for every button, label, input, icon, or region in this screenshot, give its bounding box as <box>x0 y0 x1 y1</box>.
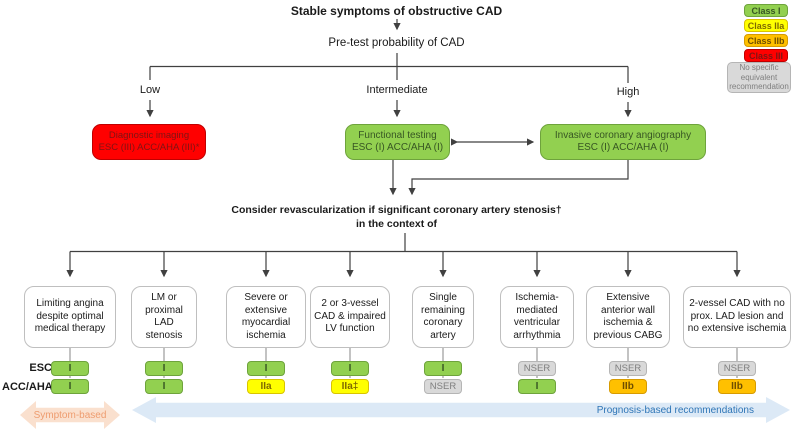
consider-line1: Consider revascularization if significan… <box>231 204 562 216</box>
criterion-arrhythmia: Ischemia-mediated ventricular arrhythmia <box>500 286 574 348</box>
criterion-lm-lad-stenosis: LM or proximal LAD stenosis <box>131 286 197 348</box>
esc-badge-col-1: I <box>51 361 89 376</box>
esc-badge-col-2: I <box>145 361 183 376</box>
criterion-multivessel-lv: 2 or 3-vessel CAD & impaired LV function <box>310 286 390 348</box>
acc-aha-badge-col-7: IIb <box>609 379 647 394</box>
invasive-angiography-line1: Invasive coronary angiography <box>554 129 692 141</box>
esc-badge-col-3: I <box>247 361 285 376</box>
esc-badge-col-8: NSER <box>718 361 756 376</box>
legend-class-iia: Class IIa <box>744 19 788 32</box>
acc-aha-badge-col-4: IIa‡ <box>331 379 369 394</box>
branch-label-intermediate: Intermediate <box>366 84 428 96</box>
acc-aha-badge-col-8: IIb <box>718 379 756 394</box>
arrow-invasive-to-consider <box>408 160 629 196</box>
esc-badge-col-7: NSER <box>609 361 647 376</box>
branch-label-high: High <box>616 86 640 98</box>
page-title: Stable symptoms of obstructive CAD <box>290 4 503 18</box>
branch-label-low: Low <box>139 84 161 96</box>
acc-aha-badge-col-3: IIa <box>247 379 285 394</box>
acc-aha-badge-col-2: I <box>145 379 183 394</box>
consider-line2: in the context of <box>355 218 438 230</box>
symptom-based-label: Symptom-based <box>33 409 107 421</box>
functional-testing-line1: Functional testing <box>358 129 437 141</box>
criterion-2vessel-no-lad: 2-vessel CAD with no prox. LAD lesion an… <box>683 286 791 348</box>
esc-badge-col-5: I <box>424 361 462 376</box>
invasive-angiography-line2: ESC (I) ACC/AHA (I) <box>577 142 669 153</box>
acc-aha-badge-col-5: NSER <box>424 379 462 394</box>
esc-badge-col-4: I <box>331 361 369 376</box>
criterion-limiting-angina: Limiting angina despite optimal medical … <box>24 286 116 348</box>
criterion-severe-ischemia: Severe or extensive myocardial ischemia <box>226 286 306 348</box>
legend-no-specific-recommendation: No specific equivalent recommendation <box>727 62 791 93</box>
legend-class-iib: Class IIb <box>744 34 788 47</box>
prognosis-based-label: Prognosis-based recommendations <box>596 404 754 416</box>
row-label-acc-aha: ACC/AHA <box>2 381 53 393</box>
pretest-label: Pre-test probability of CAD <box>328 37 465 49</box>
criterion-single-artery: Single remaining coronary artery <box>412 286 474 348</box>
invasive-angiography-box: Invasive coronary angiography ESC (I) AC… <box>540 124 706 160</box>
diagnostic-imaging-box: Diagnostic imaging ESC (III) ACC/AHA (II… <box>92 124 206 160</box>
legend-class-i: Class I <box>744 4 788 17</box>
acc-aha-badge-col-1: I <box>51 379 89 394</box>
functional-testing-line2: ESC (I) ACC/AHA (I) <box>351 142 444 153</box>
esc-badge-col-6: NSER <box>518 361 556 376</box>
functional-testing-box: Functional testing ESC (I) ACC/AHA (I) <box>345 124 450 160</box>
criterion-anterior-cabg: Extensive anterior wall ischemia & previ… <box>586 286 670 348</box>
diagnostic-imaging-line1: Diagnostic imaging <box>108 129 190 141</box>
row-label-esc: ESC <box>29 362 52 374</box>
acc-aha-badge-col-6: I <box>518 379 556 394</box>
legend-class-iii: Class III <box>744 49 788 62</box>
diagnostic-imaging-line2: ESC (III) ACC/AHA (III)* <box>98 142 200 153</box>
